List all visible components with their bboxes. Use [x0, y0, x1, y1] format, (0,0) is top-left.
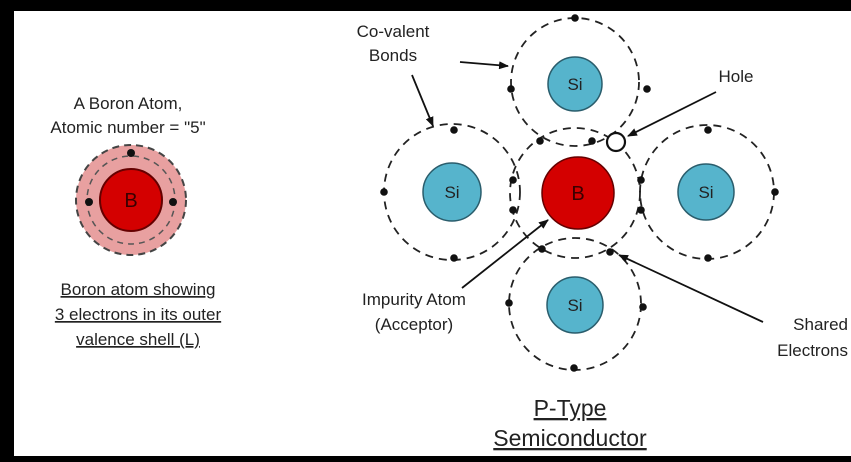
shared-electrons-label-line1: Shared: [793, 315, 848, 334]
frame-left-border: [0, 0, 14, 462]
boron-desc-line2: 3 electrons in its outer: [55, 305, 222, 324]
silicon-nucleus-bottom: [546, 276, 604, 334]
boron-symbol-center: B: [571, 183, 584, 205]
electron: [538, 245, 546, 253]
diagram-title-line1: P-Type: [534, 395, 607, 421]
electron: [450, 254, 458, 262]
boron-electron-top: [127, 149, 135, 157]
arrow-covalent-to-top-orbit: [459, 61, 509, 70]
electron: [771, 188, 779, 196]
electron: [450, 126, 458, 134]
electron: [643, 85, 651, 93]
electron: [606, 248, 614, 256]
electron: [570, 364, 578, 372]
electron: [380, 188, 388, 196]
impurity-atom-label-line1: Impurity Atom: [362, 290, 466, 309]
electron: [639, 303, 647, 311]
hole-label: Hole: [719, 67, 754, 86]
electron: [536, 137, 544, 145]
electrons: [380, 14, 779, 372]
silicon-atom-bottom: Si: [546, 276, 604, 334]
electron: [507, 85, 515, 93]
silicon-nucleus-right: [677, 163, 735, 221]
frame-bottom-border: [0, 456, 851, 462]
boron-symbol: B: [124, 190, 137, 212]
silicon-symbol-bottom: Si: [567, 296, 582, 315]
silicon-atom-top: Si: [547, 56, 603, 112]
boron-electron-left: [85, 198, 93, 206]
boron-desc-line1: Boron atom showing: [61, 280, 216, 299]
silicon-nucleus-top: [547, 56, 603, 112]
electron: [505, 299, 513, 307]
annotation-arrows: [411, 61, 764, 323]
arrow-covalent-to-left-orbit: [411, 74, 434, 127]
covalent-bonds-label-line1: Co-valent: [357, 22, 430, 41]
electron: [637, 206, 645, 214]
boron-electron-right: [169, 198, 177, 206]
electron: [704, 254, 712, 262]
orbit-center-b: [509, 127, 641, 259]
boron-desc-line3: valence shell (L): [76, 330, 200, 349]
boron-atom-model: B: [75, 144, 187, 256]
frame-top-border: [0, 0, 851, 11]
boron-nucleus: [99, 168, 163, 232]
electron: [509, 206, 517, 214]
arrow-hole: [627, 91, 717, 137]
boron-atom-center: B: [541, 156, 615, 230]
arrow-impurity-atom: [461, 219, 549, 289]
hole-marker: [605, 131, 627, 153]
electron: [509, 176, 517, 184]
silicon-atom-right: Si: [677, 163, 735, 221]
diagram-title-line2: Semiconductor: [493, 425, 647, 451]
impurity-atom-label-line2: (Acceptor): [375, 315, 453, 334]
covalent-bonds-label-line2: Bonds: [369, 46, 417, 65]
electron: [588, 137, 596, 145]
electron: [704, 126, 712, 134]
electron: [571, 14, 579, 22]
arrow-shared-electrons: [618, 254, 764, 323]
electron: [637, 176, 645, 184]
boron-caption-line2: Atomic number = "5": [50, 118, 205, 137]
silicon-symbol-left: Si: [444, 183, 459, 202]
silicon-symbol-top: Si: [567, 75, 582, 94]
boron-nucleus-center: [541, 156, 615, 230]
boron-caption-line1: A Boron Atom,: [74, 94, 183, 113]
silicon-symbol-right: Si: [698, 183, 713, 202]
silicon-atom-left: Si: [422, 162, 482, 222]
silicon-nucleus-left: [422, 162, 482, 222]
shared-electrons-label-line2: Electrons: [777, 341, 848, 360]
